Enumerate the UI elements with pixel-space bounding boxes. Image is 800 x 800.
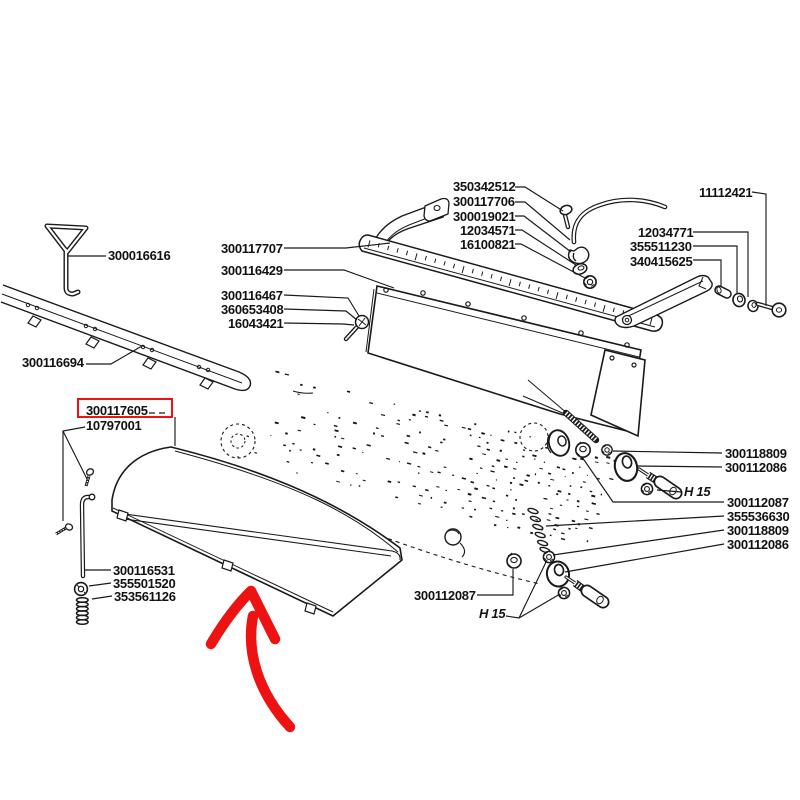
- threaded-rod: [562, 409, 600, 444]
- part-label: 350342512: [453, 179, 516, 194]
- lone-nut: [506, 552, 522, 569]
- hex-nut-large: [574, 441, 591, 458]
- part-label: 300116429: [221, 263, 283, 278]
- grooved-wheel: [546, 429, 571, 457]
- hardware-top-middle: [559, 197, 668, 289]
- mount-bolt: [343, 314, 370, 342]
- part-label: H 15: [479, 606, 506, 621]
- shoulder-bolt: [564, 575, 610, 609]
- part-label: 12034571: [460, 223, 516, 238]
- highlighted-part-label: 300117605: [86, 403, 148, 418]
- part-label: 300016616: [108, 248, 171, 263]
- part-label: 16100821: [460, 237, 516, 252]
- deflector-flap: [111, 446, 403, 617]
- part-label: 16043421: [228, 316, 284, 331]
- part-label: 300116694: [22, 355, 84, 370]
- part-label: 355536630: [727, 509, 790, 524]
- part-label: 300019021: [453, 209, 516, 224]
- part-label: H 15: [684, 484, 711, 499]
- part-label: 340415625: [630, 254, 693, 269]
- part-label: 300112087: [414, 588, 476, 603]
- spacer-bush: [714, 285, 732, 299]
- highlight-box: [77, 398, 173, 418]
- part-label: 355511230: [630, 239, 692, 254]
- part-label: 300117706: [453, 194, 515, 209]
- rivet-bolt: [559, 204, 573, 230]
- grommet-washer: [613, 452, 639, 482]
- hex-bolt: [755, 301, 787, 318]
- screw-2: [55, 523, 74, 536]
- leader-lines: [62, 186, 767, 619]
- handle-grip: [44, 223, 89, 297]
- part-label: 300118809: [727, 523, 789, 538]
- highlight-arrow: [205, 585, 296, 733]
- part-label: 300116531: [113, 563, 175, 578]
- part-label: 12034771: [638, 225, 694, 240]
- part-label: 300112086: [725, 460, 787, 475]
- hardware-bottom-left: [55, 468, 96, 626]
- part-label: 300118809: [725, 446, 787, 461]
- hardware-top-right: [714, 285, 787, 318]
- spring: [75, 596, 89, 626]
- side-panel: [590, 349, 646, 438]
- clamp-clip: [567, 246, 590, 265]
- hardware-right: [522, 379, 683, 500]
- screw-1: [84, 468, 95, 487]
- washer: [732, 292, 746, 308]
- part-label: 353561126: [114, 589, 176, 604]
- part-label: 300112086: [727, 537, 789, 552]
- clip-bar: [0, 284, 252, 392]
- serrated-bar: [358, 197, 713, 332]
- part-label: 300117707: [221, 241, 283, 256]
- curved-tube: [571, 197, 668, 245]
- washer: [73, 581, 89, 597]
- part-label: 11112421: [699, 185, 753, 200]
- coil-spring: [527, 507, 551, 554]
- hook-rod: [79, 493, 96, 579]
- part-label: 10797001: [86, 418, 142, 433]
- part-label: 300112087: [727, 495, 789, 510]
- part-label: 355501520: [113, 576, 176, 591]
- rotor-stipple: [237, 370, 616, 543]
- rear-panel: [292, 285, 642, 432]
- part-label: 300116467: [221, 288, 283, 303]
- part-label: 360653408: [221, 302, 284, 317]
